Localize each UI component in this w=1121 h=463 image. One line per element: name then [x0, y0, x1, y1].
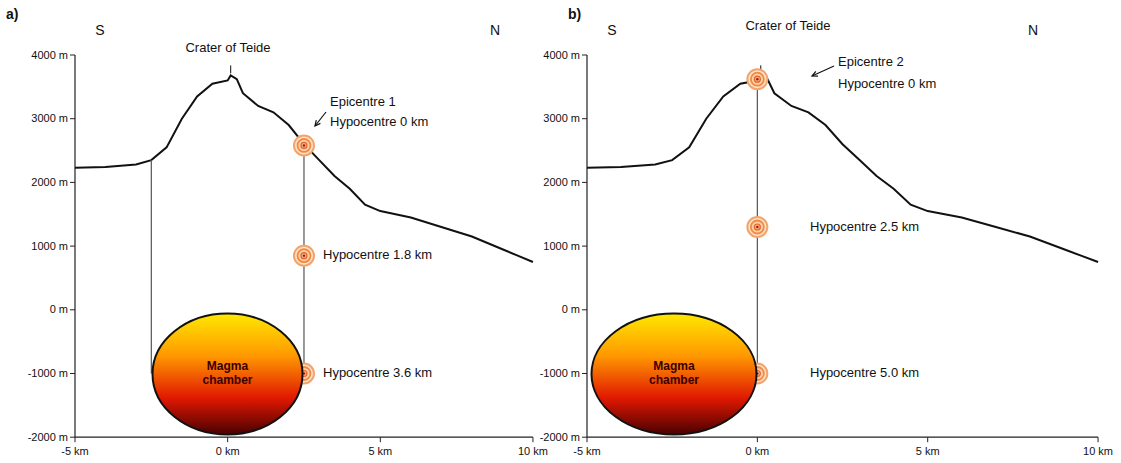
- axis-label: 10 km: [1083, 445, 1113, 458]
- axis-label: -2000 m: [540, 431, 580, 444]
- axis-tick: [582, 55, 587, 56]
- axis-tick: [380, 437, 381, 442]
- axis-label: -5 km: [61, 445, 89, 458]
- axis-tick: [582, 246, 587, 247]
- axis-label: 0 m: [50, 303, 68, 316]
- hypocentre-marker: [747, 217, 767, 237]
- axis-label: 5 km: [368, 445, 392, 458]
- axis-tick: [582, 309, 587, 310]
- axis-label: 10 km: [518, 445, 548, 458]
- axis-tick: [587, 437, 588, 442]
- projection-line: [757, 79, 758, 373]
- terrain-profile: [587, 75, 1098, 262]
- axis-label: 0 km: [745, 445, 769, 458]
- axis-label: 1000 m: [31, 240, 68, 253]
- pointer-line: [812, 66, 834, 76]
- axis-label: 4000 m: [543, 49, 580, 62]
- axis-label: 4000 m: [31, 49, 68, 62]
- projection-line: [151, 160, 152, 373]
- axis-tick: [70, 437, 75, 438]
- hypocentre-label: Hypocentre 0 km: [330, 115, 428, 130]
- direction-label: N: [490, 22, 500, 38]
- direction-label: S: [95, 22, 104, 38]
- direction-label: N: [1028, 22, 1038, 38]
- axis-tick: [757, 437, 758, 442]
- chamber-label: Magma chamber: [639, 360, 709, 388]
- chamber-label: Magma chamber: [193, 360, 263, 388]
- panel-letter: b): [568, 6, 581, 22]
- axis-label: -5 km: [573, 445, 601, 458]
- hypocentre-label: Hypocentre 1.8 km: [323, 248, 432, 263]
- hypocentre-marker: [747, 69, 767, 89]
- axis-tick: [70, 118, 75, 119]
- axis-label: 3000 m: [543, 112, 580, 125]
- place-label: Crater of Teide: [745, 19, 830, 34]
- axis-label: 1000 m: [543, 240, 580, 253]
- axis-label: -1000 m: [28, 367, 68, 380]
- axis-tick: [70, 309, 75, 310]
- axis-label: 5 km: [916, 445, 940, 458]
- axis-line: [587, 55, 1098, 437]
- crater-marker: [230, 65, 231, 73]
- axis-line: [75, 55, 533, 437]
- axis-label: 0 km: [216, 445, 240, 458]
- axis-tick: [532, 437, 533, 442]
- pointer-head: [315, 120, 320, 126]
- epicentre-label: Epicentre 2: [838, 55, 904, 70]
- axis-label: -1000 m: [540, 367, 580, 380]
- axis-label: -2000 m: [28, 431, 68, 444]
- hypocentre-label: Hypocentre 0 km: [838, 77, 936, 92]
- axis-tick: [75, 437, 76, 442]
- panel-letter: a): [6, 6, 18, 22]
- axis-tick: [582, 118, 587, 119]
- hypocentre-marker: [294, 135, 314, 155]
- hypocentre-label: Hypocentre 2.5 km: [810, 220, 919, 235]
- magma-chamber: Magma chamber: [590, 312, 758, 436]
- hypocentre-label: Hypocentre 5.0 km: [810, 366, 919, 381]
- pointer-head: [812, 71, 818, 76]
- axis-label: 2000 m: [543, 176, 580, 189]
- axis-tick: [927, 437, 928, 442]
- axis-label: 3000 m: [31, 112, 68, 125]
- panel: [70, 55, 533, 442]
- panel: [582, 55, 1098, 442]
- axis-tick: [70, 246, 75, 247]
- axis-tick: [1098, 437, 1099, 442]
- axis-tick: [70, 182, 75, 183]
- axis-tick: [227, 437, 228, 442]
- direction-label: S: [607, 22, 616, 38]
- magma-chamber: Magma chamber: [151, 312, 304, 436]
- hypocentre-marker: [294, 246, 314, 266]
- hypocentre-label: Hypocentre 3.6 km: [323, 366, 432, 381]
- axis-tick: [70, 55, 75, 56]
- place-label: Crater of Teide: [185, 41, 270, 56]
- epicentre-label: Epicentre 1: [330, 95, 396, 110]
- axis-tick: [582, 182, 587, 183]
- axis-tick: [582, 373, 587, 374]
- axis-tick: [70, 373, 75, 374]
- axis-label: 2000 m: [31, 176, 68, 189]
- axis-tick: [582, 437, 587, 438]
- pointer-line: [315, 112, 326, 126]
- axis-label: 0 m: [562, 303, 580, 316]
